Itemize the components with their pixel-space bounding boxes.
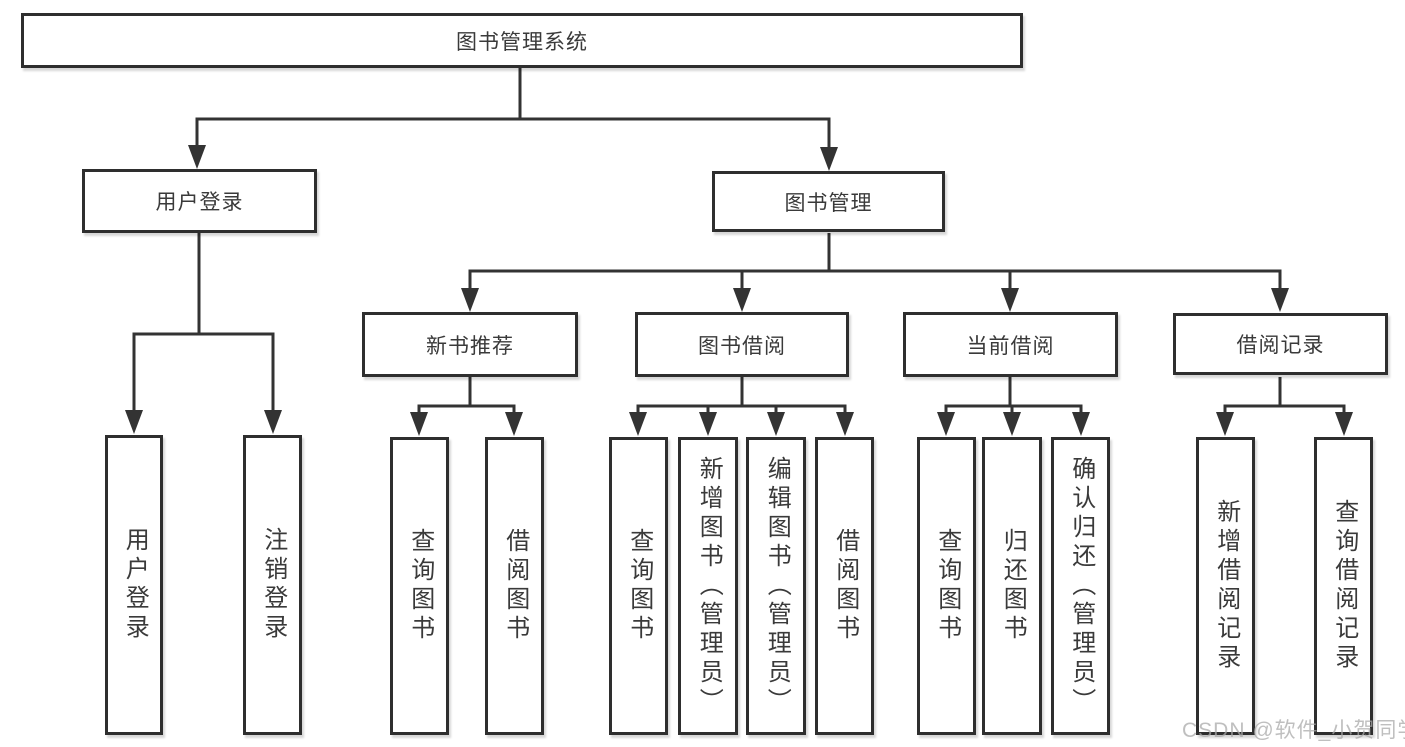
node-label: 用户登录 xyxy=(121,527,149,643)
node-label: 编辑图书（管理员） xyxy=(763,455,791,717)
leaf-return-books: 归还图书 xyxy=(982,437,1042,735)
node-label: 当前借阅 xyxy=(966,334,1055,358)
node-label: 新增图书（管理员） xyxy=(695,455,723,717)
leaf-borrow-books-borrowing: 借阅图书 xyxy=(815,437,874,735)
node-label: 注销登录 xyxy=(259,527,287,643)
node-label: 查询借阅记录 xyxy=(1330,499,1358,673)
leaf-query-books-current: 查询图书 xyxy=(917,437,976,735)
node-label: 新书推荐 xyxy=(426,334,514,358)
node-label: 查询图书 xyxy=(933,528,961,644)
node-borrowing-records: 借阅记录 xyxy=(1173,313,1388,375)
node-label: 确认归还（管理员） xyxy=(1067,455,1095,717)
node-library-management-system: 图书管理系统 xyxy=(21,13,1023,68)
node-label: 借阅记录 xyxy=(1236,334,1325,357)
node-label: 查询图书 xyxy=(406,528,434,644)
node-book-management: 图书管理 xyxy=(712,171,945,232)
node-label: 归还图书 xyxy=(999,528,1027,644)
node-current-borrowing: 当前借阅 xyxy=(903,312,1118,377)
leaf-edit-book-admin: 编辑图书（管理员） xyxy=(746,437,806,735)
leaf-query-books-borrowing: 查询图书 xyxy=(609,437,668,735)
leaf-add-book-admin: 新增图书（管理员） xyxy=(678,437,738,735)
node-label: 查询图书 xyxy=(625,528,653,644)
leaf-query-borrow-record: 查询借阅记录 xyxy=(1314,437,1373,735)
node-label: 图书管理系统 xyxy=(456,30,588,54)
node-new-book-recommendation: 新书推荐 xyxy=(362,312,578,377)
node-label: 用户登录 xyxy=(155,191,244,214)
node-label: 图书借阅 xyxy=(698,334,786,358)
leaf-confirm-return-admin: 确认归还（管理员） xyxy=(1051,437,1110,735)
arrowheads xyxy=(125,145,1353,436)
leaf-borrow-books-recommend: 借阅图书 xyxy=(485,437,544,735)
leaf-user-login: 用户登录 xyxy=(105,435,163,735)
node-label: 借阅图书 xyxy=(831,528,859,644)
node-label: 新增借阅记录 xyxy=(1212,499,1240,673)
node-label: 图书管理 xyxy=(784,191,873,215)
node-book-borrowing: 图书借阅 xyxy=(635,312,849,377)
node-user-login: 用户登录 xyxy=(82,169,317,233)
node-label: 借阅图书 xyxy=(501,528,529,644)
leaf-query-books-recommend: 查询图书 xyxy=(390,437,449,735)
leaf-add-borrow-record: 新增借阅记录 xyxy=(1196,437,1255,735)
watermark: CSDN @软件_小贺同学 xyxy=(1182,719,1405,742)
leaf-logout: 注销登录 xyxy=(243,435,302,735)
